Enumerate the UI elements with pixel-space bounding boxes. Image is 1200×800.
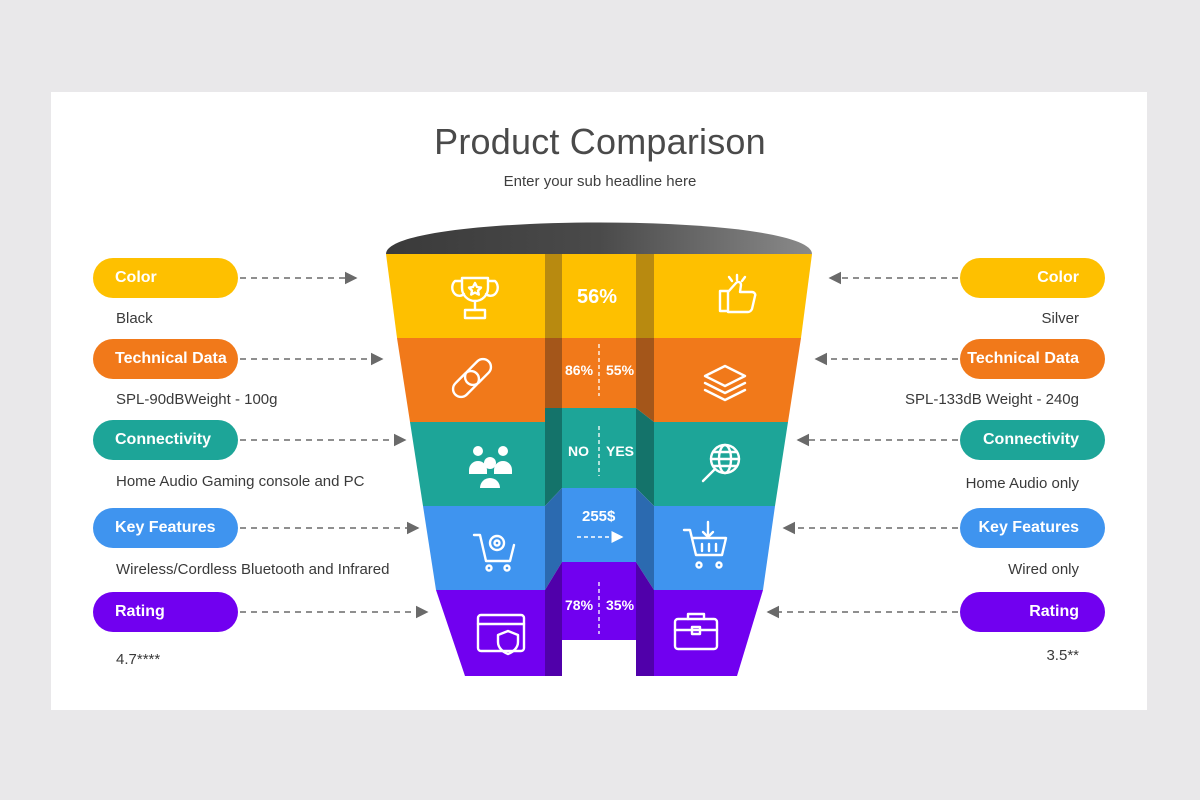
right-desc-color: Silver	[1041, 310, 1079, 327]
left-label-key-features: Key Features	[93, 508, 238, 548]
link-icon	[451, 357, 493, 399]
team-icon	[469, 446, 512, 488]
right-label-technical-data: Technical Data	[960, 339, 1105, 379]
page-title: Product Comparison	[434, 121, 766, 162]
right-label-color: Color	[960, 258, 1105, 298]
left-desc-connectivity: Home Audio Gaming console and PC	[116, 473, 365, 490]
left-desc-technical-data: SPL-90dBWeight - 100g	[116, 391, 278, 408]
funnel-row-3	[410, 408, 788, 506]
page-subtitle: Enter your sub headline here	[503, 173, 697, 190]
right-desc-key-features: Wired only	[1008, 561, 1079, 578]
value-row-5-right: 35%	[606, 597, 635, 613]
value-row-3-left: NO	[568, 443, 589, 459]
cart-gear-icon	[472, 533, 516, 572]
briefcase-icon	[673, 612, 719, 651]
thumbs-up-icon	[718, 273, 757, 314]
right-label-connectivity: Connectivity	[960, 420, 1105, 460]
right-desc-connectivity: Home Audio only	[965, 475, 1079, 492]
browser-shield-icon	[476, 613, 526, 656]
left-desc-color: Black	[116, 310, 153, 327]
left-desc-key-features: Wireless/Cordless Bluetooth and Infrared	[116, 561, 390, 578]
trophy-icon	[451, 276, 499, 320]
left-label-rating: Rating	[93, 592, 238, 632]
value-row-2-right: 55%	[606, 362, 635, 378]
left-label-color: Color	[93, 258, 238, 298]
value-row-5-left: 78%	[565, 597, 594, 613]
right-desc-technical-data: SPL-133dB Weight - 240g	[904, 391, 1079, 408]
funnel-row-1	[386, 254, 812, 338]
funnel-row-2	[397, 338, 801, 422]
funnel-row-5	[436, 562, 763, 676]
funnel-cap	[386, 222, 812, 254]
connector-lines	[240, 271, 958, 619]
value-row-1: 56%	[577, 286, 618, 308]
value-row-2-left: 86%	[565, 362, 594, 378]
cart-download-icon	[682, 520, 728, 569]
value-row-4: 255$	[582, 508, 616, 525]
globe-search-icon	[701, 443, 741, 483]
left-label-technical-data: Technical Data	[93, 339, 238, 379]
right-label-rating: Rating	[960, 592, 1105, 632]
layers-icon	[703, 364, 747, 402]
left-desc-rating: 4.7****	[116, 651, 161, 668]
right-label-key-features: Key Features	[960, 508, 1105, 548]
left-label-connectivity: Connectivity	[93, 420, 238, 460]
right-desc-rating: 3.5**	[1046, 647, 1079, 664]
value-row-3-right: YES	[606, 443, 635, 459]
